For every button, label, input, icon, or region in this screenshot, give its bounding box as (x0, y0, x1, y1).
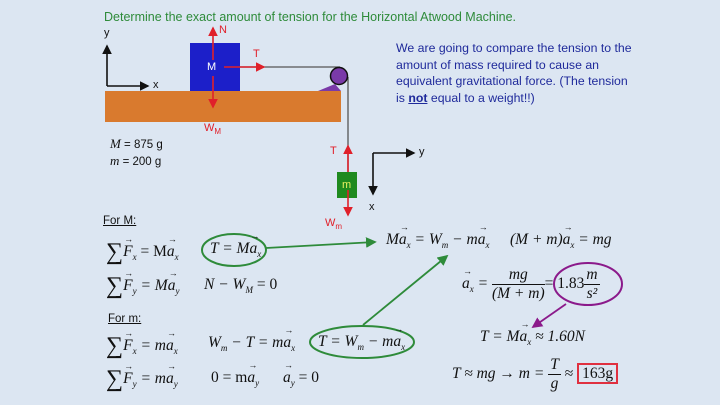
eq-m-x-mid: Wm − T = max (208, 325, 295, 353)
eq-M-y-result: N − WM = 0 (204, 276, 278, 296)
highlight-ellipse-M (201, 233, 267, 267)
force-T-hanging-label: T (330, 145, 337, 157)
block-m (337, 172, 357, 198)
eq-combine-2: (M + m)ax = mg (510, 222, 612, 250)
block-M-label: M (207, 61, 217, 73)
axis1-y-label: y (104, 27, 110, 39)
pulley (329, 66, 349, 86)
pulley-support (318, 84, 341, 91)
force-WM-label: WM (204, 122, 222, 137)
eq-combine-1: Max = Wm − max (386, 222, 489, 250)
emphasis-not: not (408, 90, 428, 105)
eq-M-x-result: T = Max (210, 231, 261, 259)
eq-tension: T = Max ≈ 1.60N (480, 319, 585, 347)
explanation-note: We are going to compare the tension to t… (396, 41, 632, 105)
section-for-m: For m: (108, 313, 142, 325)
force-Wm-label: Wm (325, 217, 343, 232)
eq-m-sum-x: ∑Fx = max (106, 328, 178, 360)
force-T-label: T (253, 48, 260, 60)
highlight-ellipse-accel (553, 262, 623, 306)
eq-M-sum-y: ∑Fy = May (106, 268, 179, 300)
eq-m-x-result: T = Wm − max (318, 324, 405, 352)
given-values: M = 875 g m = 200 g (110, 136, 163, 170)
eq-m-sum-y: ∑Fy = may (106, 361, 178, 393)
eq-M-sum-x: ∑Fx = Max (106, 234, 179, 266)
axis1-x-label: x (153, 79, 159, 91)
eq-m-y-result: ay = 0 (283, 360, 319, 388)
highlight-ellipse-m (309, 325, 415, 359)
given-M: M = 875 g (110, 136, 163, 151)
axes-1 (102, 44, 150, 91)
axis2-y-label: y (419, 146, 425, 158)
eq-m-y-mid: 0 = may (211, 360, 259, 388)
accel-fraction: mg(M + m) (491, 266, 545, 302)
given-m: m = 200 g (110, 153, 162, 168)
axes-2 (368, 148, 416, 196)
page-title: Determine the exact amount of tension fo… (104, 10, 517, 24)
axis2-x-label: x (369, 201, 375, 213)
block-m-label: m (342, 179, 352, 191)
table (105, 91, 341, 122)
result-box: 163g (577, 363, 619, 385)
force-N-label: N (219, 24, 227, 36)
section-for-M: For M: (103, 215, 137, 227)
